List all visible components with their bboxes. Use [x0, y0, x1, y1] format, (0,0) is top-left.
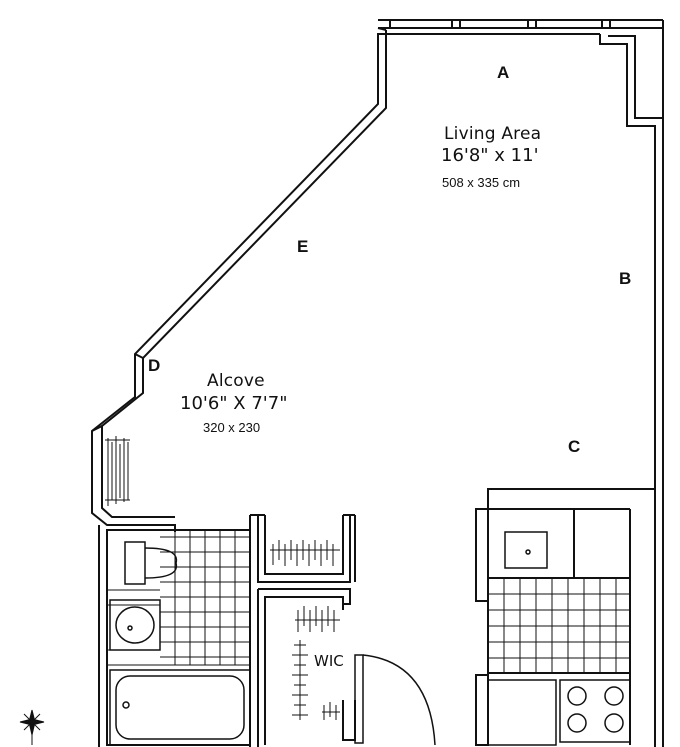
alcove-dimensions: 10'6" X 7'7"	[180, 393, 288, 414]
bathtub	[109, 669, 251, 746]
bathroom	[106, 529, 251, 746]
kitchen-tiles	[488, 578, 630, 673]
closet-rod-hatching	[270, 540, 340, 720]
marker-d: D	[148, 356, 161, 375]
top-window	[378, 19, 663, 29]
alcove-name: Alcove	[207, 371, 265, 391]
marker-a: A	[497, 63, 510, 82]
alcove-hatching	[105, 436, 130, 506]
living-area-name: Living Area	[444, 124, 542, 144]
living-area-metric: 508 x 335 cm	[442, 175, 521, 190]
kitchen-sink	[504, 531, 548, 569]
kitchen	[475, 508, 631, 746]
marker-c: C	[568, 437, 581, 456]
bathroom-tiles	[107, 530, 250, 666]
compass-rose-icon	[19, 709, 45, 745]
marker-e: E	[297, 237, 309, 256]
linen-closet	[250, 514, 356, 583]
living-area-dimensions: 16'8" x 11'	[441, 145, 539, 166]
right-wall	[487, 34, 656, 685]
outer-wall-outer-line	[101, 30, 387, 518]
toilet	[124, 541, 178, 585]
stove	[559, 679, 631, 743]
alcove-metric: 320 x 230	[203, 420, 261, 435]
bath-sink	[109, 599, 161, 651]
closet-door	[354, 654, 436, 746]
marker-b: B	[619, 269, 632, 288]
walk-in-closet-label: WIC	[314, 652, 344, 670]
refrigerator	[487, 679, 557, 746]
